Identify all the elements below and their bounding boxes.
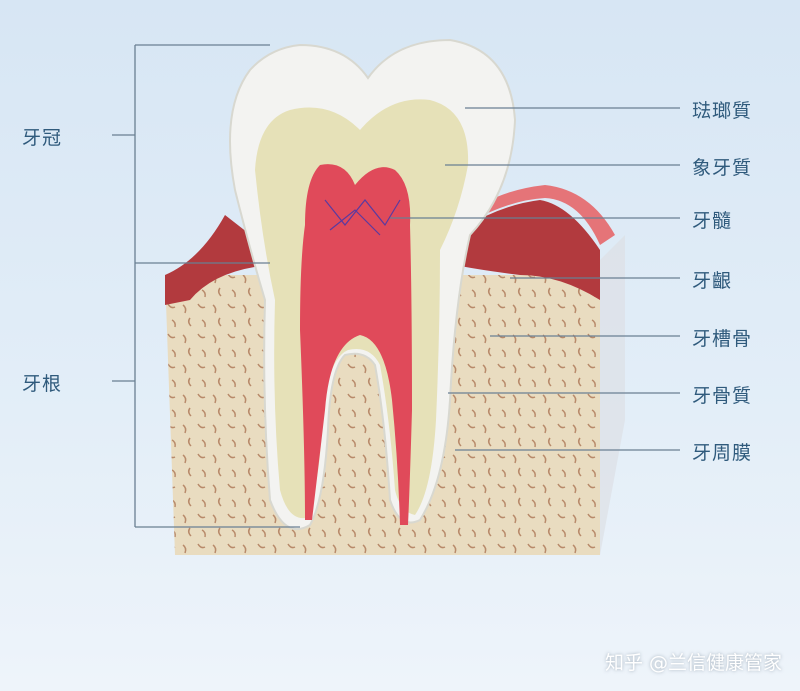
nerve-vessels [324, 199, 401, 236]
label-crown: 牙冠 [22, 127, 63, 149]
pulp [300, 164, 412, 525]
label-root: 牙根 [22, 373, 63, 395]
label-dentin: 象牙質 [692, 157, 753, 179]
label-periodontal-ligament: 牙周膜 [692, 442, 753, 464]
bracket-lines [112, 44, 300, 528]
leader-lines [390, 107, 680, 451]
label-pulp: 牙髓 [692, 210, 733, 232]
label-cementum: 牙骨質 [692, 385, 753, 407]
gum [165, 185, 615, 305]
label-alveolar-bone: 牙槽骨 [692, 328, 753, 350]
label-gum: 牙齦 [692, 270, 733, 292]
label-enamel: 琺瑯質 [692, 100, 753, 122]
watermark: 知乎 @兰信健康管家 [604, 652, 782, 674]
